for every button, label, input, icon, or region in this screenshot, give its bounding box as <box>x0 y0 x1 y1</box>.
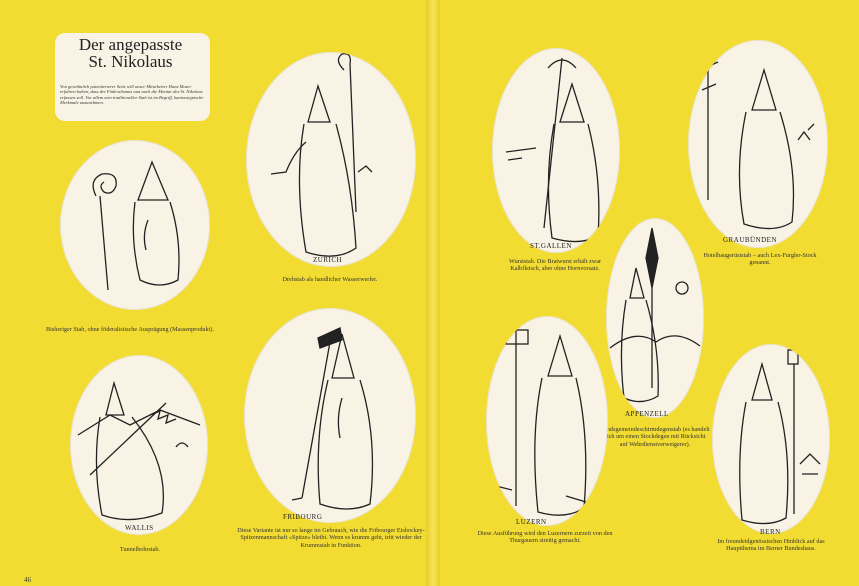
label-luzern: LUZERN <box>516 518 547 526</box>
page-title: Der angepasste St. Nikolaus <box>58 36 203 70</box>
bishop-drawing-icon <box>505 57 600 243</box>
caption-wallis: Tunnelbohrstab. <box>119 546 161 553</box>
label-zurich: ZURICH <box>313 256 343 264</box>
caption-appenzell: Landsgemeindeschirmdegenstab (es handelt… <box>600 426 710 448</box>
label-fribourg: FRIBOURG <box>283 513 323 521</box>
illustration-zurich <box>246 52 416 267</box>
caption-luzern: Diese Ausführung wird den Luzernern zurz… <box>477 530 613 545</box>
caption-stgallen: Wurststab. Die Bratwurst erhält zwar Kal… <box>508 258 602 273</box>
illustration-graubunden <box>688 40 828 248</box>
illustration-generic <box>60 140 210 310</box>
illustration-fribourg <box>244 308 416 523</box>
illustration-wallis <box>70 355 208 535</box>
label-bern: BERN <box>760 528 781 536</box>
caption-generic: Bisheriger Stab, ohne föderalistische Au… <box>46 326 214 333</box>
bishop-drawing-icon <box>699 60 815 230</box>
label-wallis: WALLIS <box>125 524 154 532</box>
bishop-drawing-icon <box>270 53 373 257</box>
illustration-bern <box>712 344 830 534</box>
bishop-drawing-icon <box>495 317 587 516</box>
bishop-drawing-icon <box>92 160 180 291</box>
label-appenzell: APPENZELL <box>625 410 669 418</box>
caption-fribourg: Diese Variante ist nur so lange im Gebra… <box>237 527 425 549</box>
bishop-drawing-icon <box>609 227 701 403</box>
title-line-2: St. Nikolaus <box>88 52 173 71</box>
label-stgallen: ST.GALLEN <box>530 242 572 250</box>
illustration-luzern <box>486 316 608 526</box>
page-gutter <box>426 0 440 586</box>
bishop-drawing-icon <box>291 327 374 510</box>
intro-text: Von gewöhnlich patentierterer Seite will… <box>60 84 204 105</box>
bishop-drawing-icon <box>739 349 821 525</box>
title-box <box>55 33 210 121</box>
caption-graubunden: Hotelbaugerüststab – auch Lex-Furgler-St… <box>703 252 817 267</box>
caption-bern: Im freundeidgenössischen Hinblick auf da… <box>717 538 825 553</box>
label-graubunden: GRAUBÜNDEN <box>723 236 777 244</box>
page-number: 46 <box>24 576 31 584</box>
caption-zurich: Drehstab als handlicher Wasserwerfer. <box>282 276 378 283</box>
title-line-1: Der angepasste <box>78 35 183 54</box>
illustration-appenzell <box>606 218 704 418</box>
illustration-stgallen <box>492 48 620 253</box>
bishop-drawing-icon <box>77 380 201 521</box>
